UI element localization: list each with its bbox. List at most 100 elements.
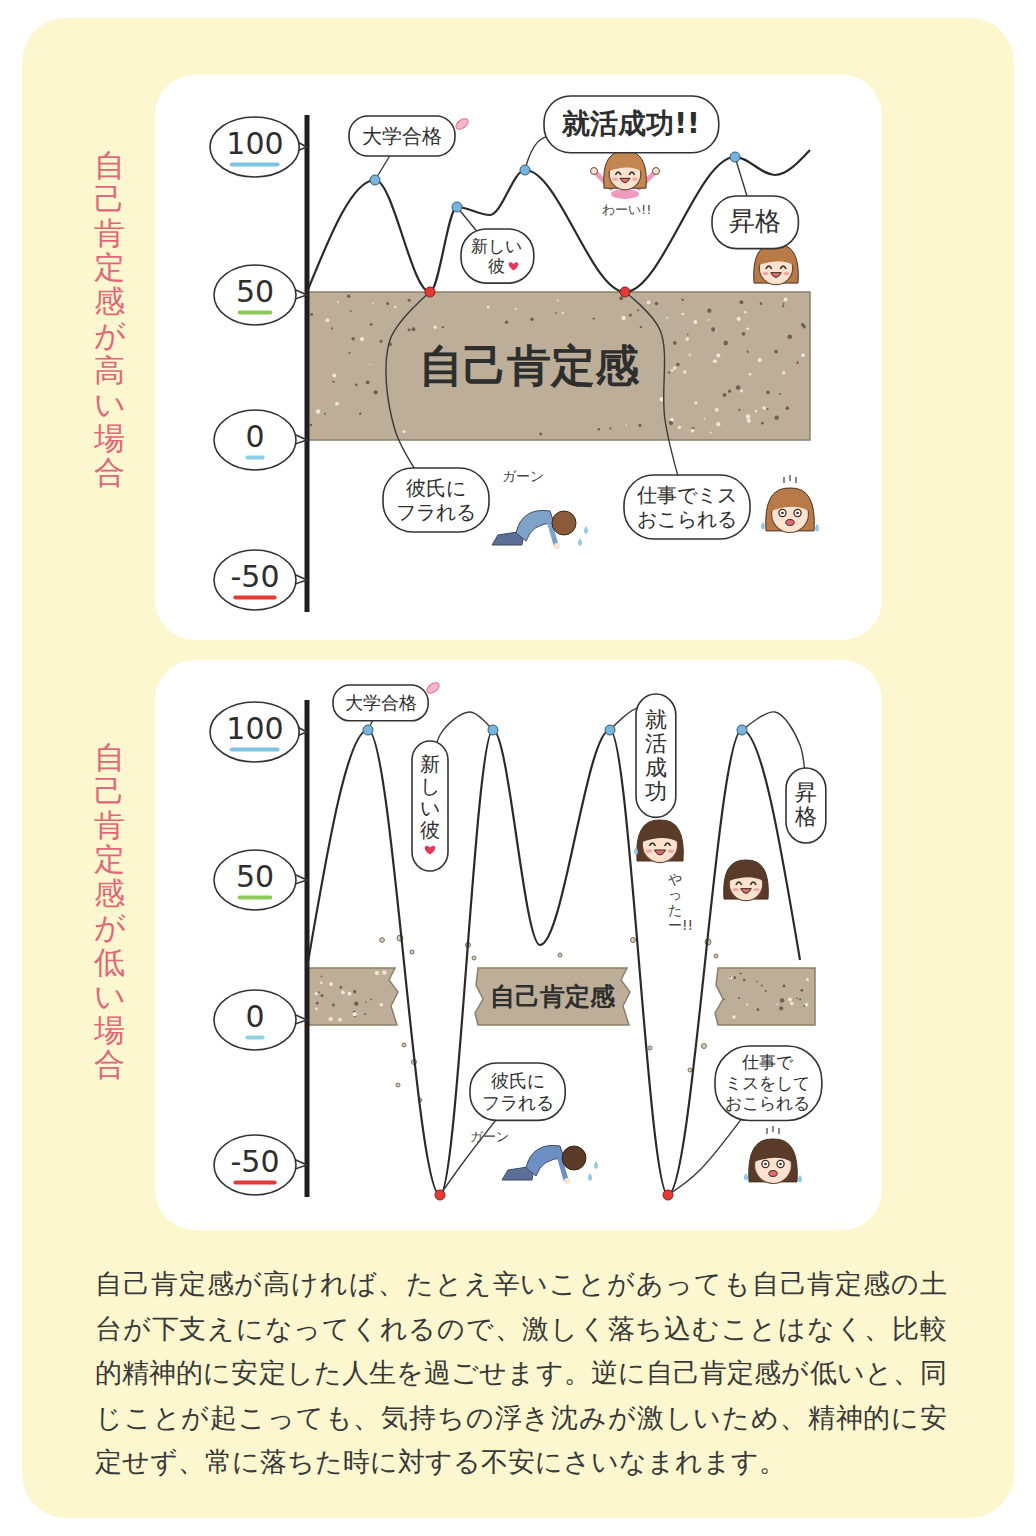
shock-mark bbox=[795, 477, 796, 483]
band-piece bbox=[307, 968, 398, 1025]
event-bubble: 仕事でミス おこられる bbox=[623, 474, 751, 540]
head bbox=[552, 511, 576, 535]
eye bbox=[779, 509, 786, 516]
event-text: 彼氏に フラれる bbox=[482, 1070, 554, 1113]
band-speckle bbox=[782, 305, 784, 307]
band-speckle bbox=[761, 422, 764, 425]
axis-value: 100 bbox=[226, 711, 283, 747]
band-speckle bbox=[637, 309, 639, 311]
value-underline bbox=[235, 1181, 274, 1185]
band-speckle bbox=[723, 999, 725, 1001]
tear-drop bbox=[744, 1173, 748, 1181]
axis-value-bubble: 50 bbox=[213, 849, 297, 911]
shock-mark bbox=[772, 1126, 773, 1132]
eye bbox=[750, 882, 756, 885]
head bbox=[562, 1146, 586, 1170]
band-speckle bbox=[761, 984, 763, 986]
axis-value-bubble: -50 bbox=[213, 549, 297, 611]
band-speckle bbox=[369, 364, 371, 366]
band-speckle bbox=[360, 337, 364, 341]
mouth bbox=[741, 889, 752, 894]
band-speckle bbox=[339, 986, 342, 989]
valley-dot bbox=[425, 287, 435, 297]
band-speckle bbox=[386, 302, 389, 305]
band-speckle bbox=[380, 340, 383, 343]
crack-debris bbox=[558, 953, 562, 957]
band-speckle bbox=[688, 354, 690, 356]
value-underline bbox=[247, 1036, 262, 1040]
band-speckle bbox=[562, 312, 564, 314]
band-speckle bbox=[487, 306, 490, 309]
band-speckle bbox=[782, 371, 785, 374]
event-text: 新しい 彼 bbox=[471, 236, 522, 277]
band-piece bbox=[715, 968, 815, 1025]
band-speckle bbox=[783, 303, 785, 305]
sakura-petal bbox=[454, 117, 470, 132]
band-label: 自己肯定感 bbox=[490, 982, 615, 1012]
band-speckle bbox=[314, 992, 317, 995]
character-face bbox=[637, 820, 684, 863]
eye bbox=[629, 172, 634, 175]
shock-mark bbox=[783, 477, 784, 483]
bubble-shape bbox=[624, 475, 750, 539]
axis-value: -50 bbox=[231, 559, 280, 595]
bubble-shape bbox=[712, 196, 798, 249]
band-speckle bbox=[673, 366, 676, 369]
band-speckle bbox=[332, 381, 334, 383]
band-speckle bbox=[790, 1002, 794, 1006]
crack-debris bbox=[402, 1043, 406, 1047]
kneeling-figure bbox=[492, 510, 576, 549]
sound-effect: わーい!! bbox=[602, 201, 651, 219]
crack-debris bbox=[410, 950, 414, 954]
band-speckle bbox=[668, 371, 670, 373]
band-speckle bbox=[372, 303, 374, 305]
peak-dot bbox=[452, 202, 462, 212]
sound-effect: やったー!! bbox=[668, 872, 682, 934]
band-speckle bbox=[806, 978, 809, 981]
pupil bbox=[764, 1163, 767, 1166]
peak-dot bbox=[488, 725, 498, 735]
bubble-ellipse bbox=[214, 265, 296, 325]
value-underline bbox=[240, 896, 271, 900]
page-ground bbox=[22, 18, 1014, 1518]
band-speckle bbox=[555, 312, 557, 314]
band-speckle bbox=[365, 1001, 367, 1003]
band-speckle bbox=[738, 409, 740, 411]
crack-debris bbox=[702, 1044, 707, 1049]
event-text: 仕事でミス おこられる bbox=[637, 483, 737, 531]
band-speckle bbox=[723, 341, 728, 346]
event-bubble: 大学合格 bbox=[348, 115, 456, 157]
band-speckle bbox=[655, 302, 659, 306]
eye bbox=[777, 1160, 784, 1167]
band-speckle bbox=[348, 352, 350, 354]
band-speckle bbox=[784, 298, 788, 302]
value-underline bbox=[240, 311, 271, 315]
hand bbox=[591, 168, 598, 175]
band-speckle bbox=[366, 380, 370, 384]
pupil bbox=[781, 512, 784, 515]
valley-dot bbox=[620, 287, 630, 297]
hair-bangs bbox=[729, 863, 763, 881]
bubble-shape bbox=[786, 768, 826, 843]
band-speckle bbox=[686, 337, 689, 340]
band-speckle bbox=[353, 990, 356, 993]
event-bubble: 昇格 bbox=[785, 767, 827, 844]
band-speckle bbox=[359, 412, 361, 414]
tear-drop bbox=[578, 538, 582, 546]
blush bbox=[646, 849, 652, 853]
band-speckle bbox=[694, 401, 697, 404]
band-speckle bbox=[738, 997, 740, 999]
band-speckle bbox=[341, 990, 345, 994]
band-speckle bbox=[394, 306, 396, 308]
band-speckle bbox=[678, 426, 681, 429]
band-speckle bbox=[671, 369, 674, 372]
band-speckle bbox=[723, 393, 727, 397]
kneeling-figure bbox=[502, 1145, 586, 1184]
mouth bbox=[786, 520, 794, 526]
eye bbox=[649, 843, 655, 846]
chart-panel bbox=[155, 660, 882, 1230]
band-speckle bbox=[332, 1004, 335, 1007]
band-fill bbox=[307, 292, 810, 440]
band-speckle bbox=[530, 317, 534, 321]
